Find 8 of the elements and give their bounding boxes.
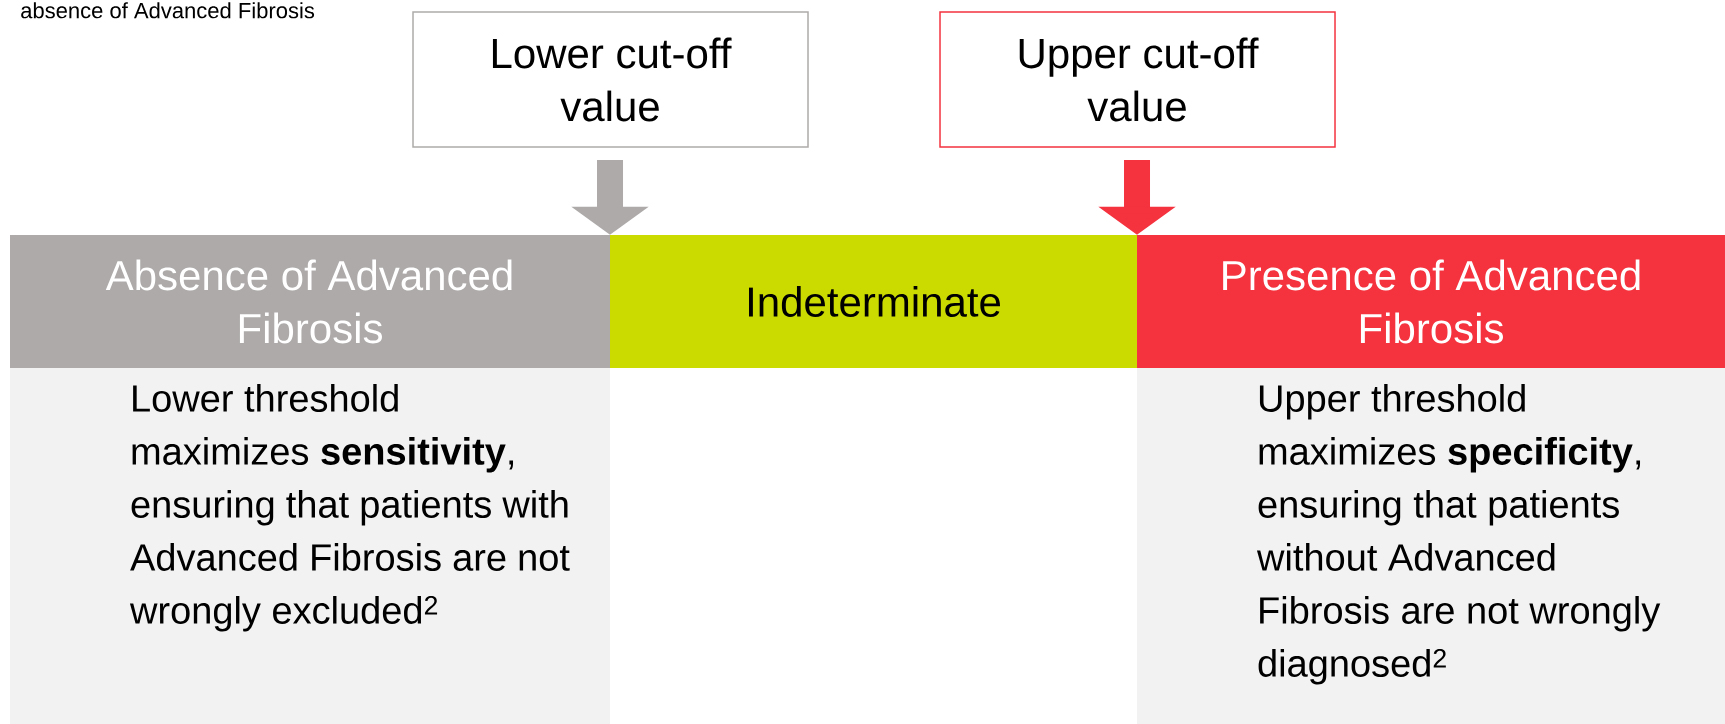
category-band: Absence of Advanced Fibrosis [10, 235, 610, 368]
description-panel: Lower threshold maximizes sensitivity, ensuring that patients with Advanced Fibrosis are not wrongly excluded$^{2}$ [10, 368, 610, 724]
category-band: Presence of Advanced Fibrosis [1137, 235, 1725, 368]
cutoff-box: Lower cut-off value [412, 11, 809, 148]
description-panel: Upper threshold maximizes specificity, ensuring that patients without Advanced Fibrosis are not wrongly diagnosed$^{2}$ [1137, 368, 1725, 724]
heading-text: absence of Advanced Fibrosis [21, 2, 315, 19]
category-band: Indeterminate [610, 235, 1137, 368]
cutoff-box: Upper cut-off value [939, 11, 1336, 148]
